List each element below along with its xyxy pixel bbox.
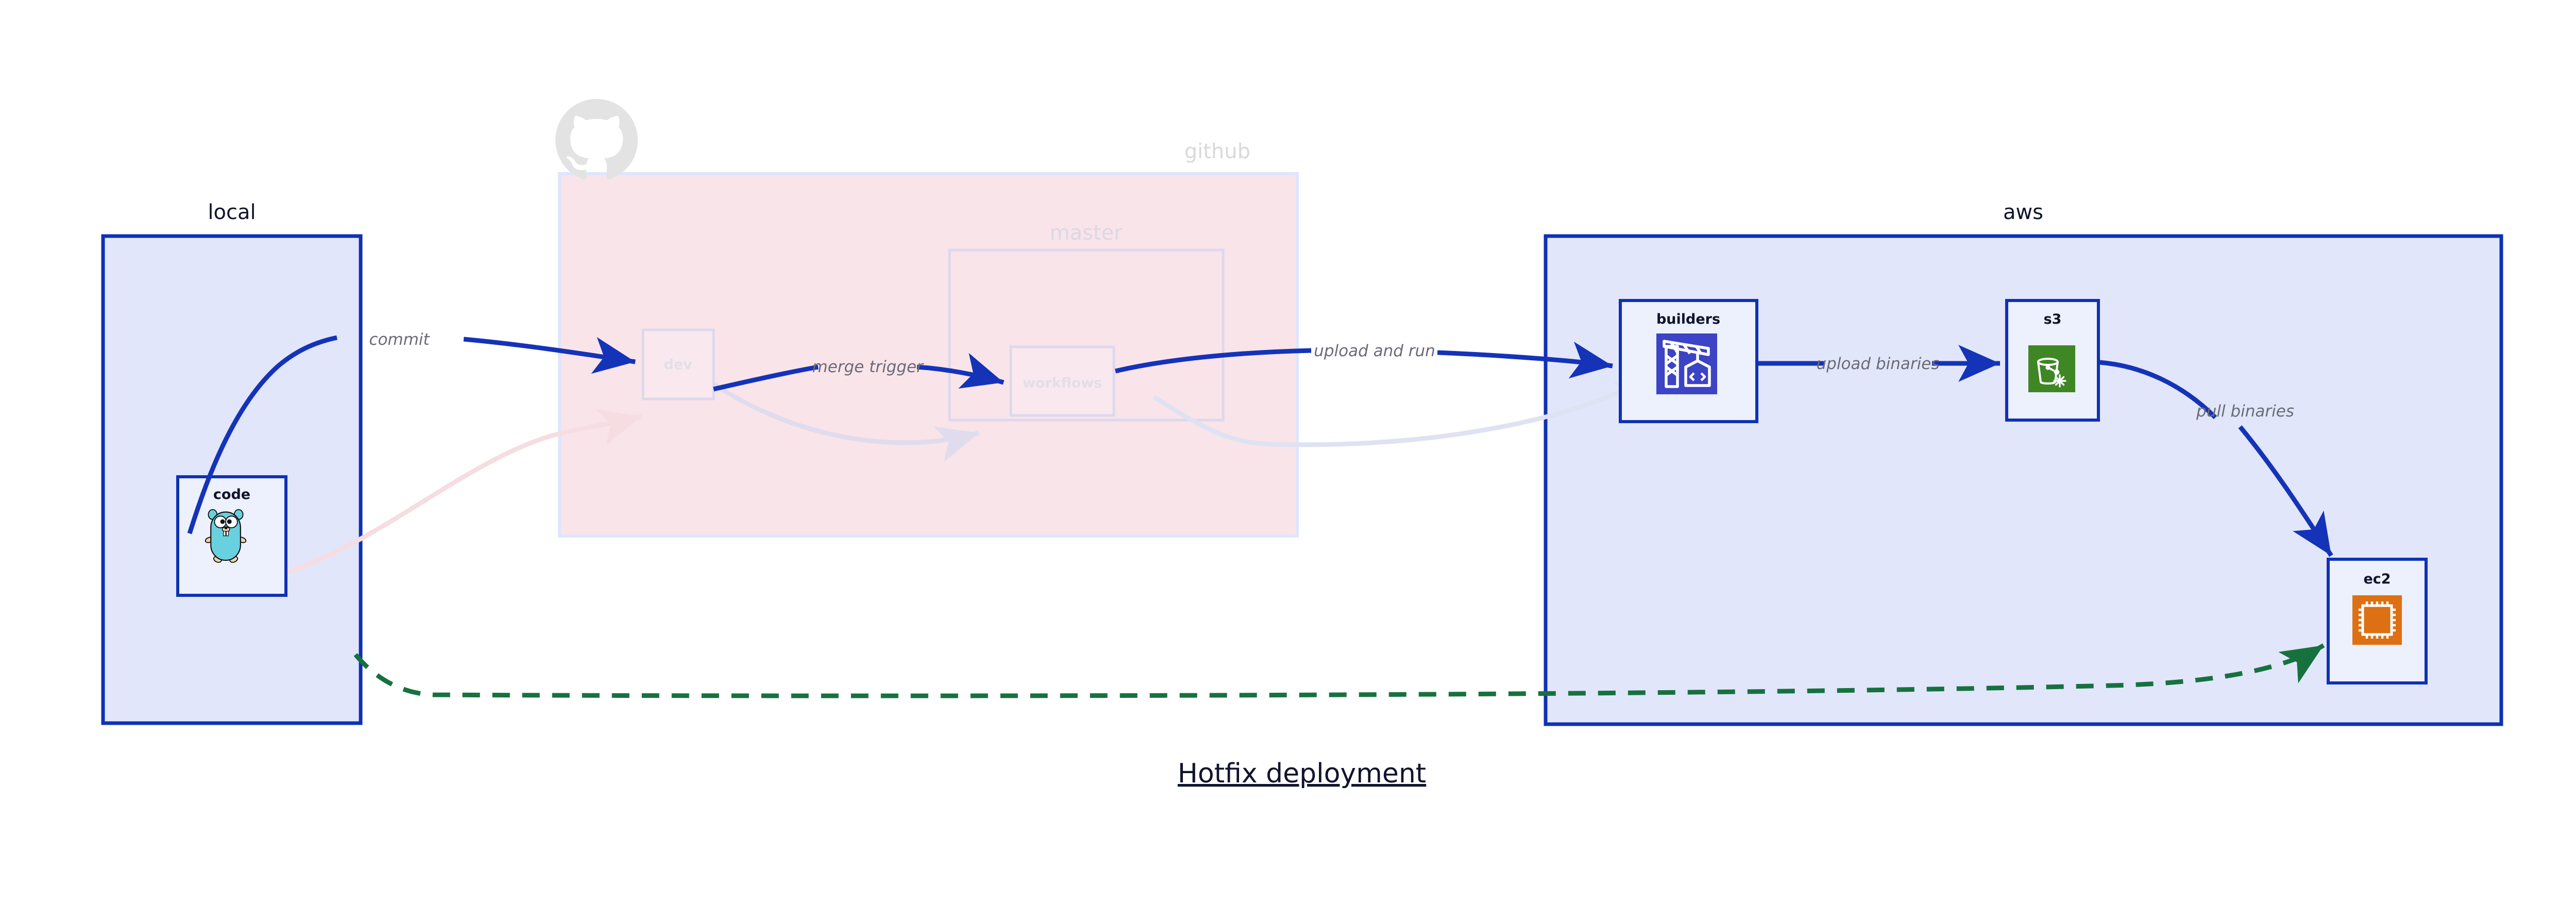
edge-label-commit: commit bbox=[369, 330, 430, 349]
github-octocat-logo bbox=[555, 99, 638, 180]
node-builders-label: builders bbox=[1656, 311, 1720, 327]
subgroup-master-box bbox=[948, 248, 1225, 422]
diagram-title: Hotfix deployment bbox=[1178, 758, 1426, 789]
edge-path-s3-ec2-a bbox=[2099, 360, 2217, 420]
group-aws-label: aws bbox=[2003, 201, 2043, 224]
node-workflows[interactable]: workflows bbox=[1009, 345, 1115, 417]
subgroup-master: master bbox=[948, 221, 1225, 422]
node-builders[interactable]: builders bbox=[1619, 299, 1758, 423]
edge-path-dev-wf-b bbox=[917, 353, 1005, 389]
edge-path-dev-wf-a bbox=[713, 364, 819, 392]
edge-label-upload-and-run: upload and run bbox=[1314, 342, 1435, 360]
edge-label-merge-trigger: merge trigger bbox=[812, 358, 924, 376]
edge-path-wf-builders-a bbox=[1114, 348, 1312, 374]
node-workflows-label: workflows bbox=[1023, 375, 1102, 391]
node-s3[interactable]: s3 bbox=[2005, 299, 2100, 422]
group-local-label: local bbox=[208, 201, 256, 224]
node-ec2[interactable]: ec2 bbox=[2327, 558, 2428, 684]
edge-path-code-dev-b bbox=[463, 337, 636, 374]
node-workflows-box[interactable] bbox=[1009, 345, 1115, 417]
edge-label-pull-binaries: pull binaries bbox=[2196, 402, 2294, 421]
node-dev-box[interactable] bbox=[641, 328, 715, 400]
faded-edge-group bbox=[242, 369, 1658, 585]
node-code-label: code bbox=[213, 487, 250, 503]
node-s3-box[interactable] bbox=[2005, 299, 2100, 422]
node-s3-label: s3 bbox=[2044, 311, 2062, 327]
aws-ec2-icon bbox=[2352, 595, 2402, 645]
faded-edge-code-dev bbox=[242, 409, 642, 585]
edge-path-hotfix-dashed bbox=[353, 643, 2325, 698]
edge-label-upload-binaries: upload binaries bbox=[1817, 355, 1940, 373]
node-dev[interactable]: dev bbox=[641, 328, 715, 400]
faded-edge-dev-workflows bbox=[712, 382, 980, 462]
node-ec2-label: ec2 bbox=[2363, 571, 2391, 587]
node-dev-label: dev bbox=[664, 357, 692, 373]
node-code[interactable]: code bbox=[176, 475, 287, 597]
subgroup-master-label: master bbox=[1049, 221, 1123, 245]
aws-codebuild-icon bbox=[1656, 333, 1717, 394]
group-local: local bbox=[101, 201, 363, 725]
go-gopher-icon bbox=[205, 509, 247, 563]
node-code-box[interactable] bbox=[176, 475, 287, 597]
faded-edge-workflows-builders bbox=[1153, 369, 1658, 447]
group-github-label: github bbox=[1184, 140, 1250, 163]
edge-path-s3-ec2-b bbox=[2238, 425, 2333, 557]
edge-path-code-dev-a bbox=[187, 335, 337, 534]
edge-path-wf-builders-b bbox=[1437, 341, 1613, 379]
aws-s3-glacier-icon bbox=[2028, 345, 2075, 392]
edge-group: commit merge trigger upload and run uplo… bbox=[187, 330, 2333, 698]
